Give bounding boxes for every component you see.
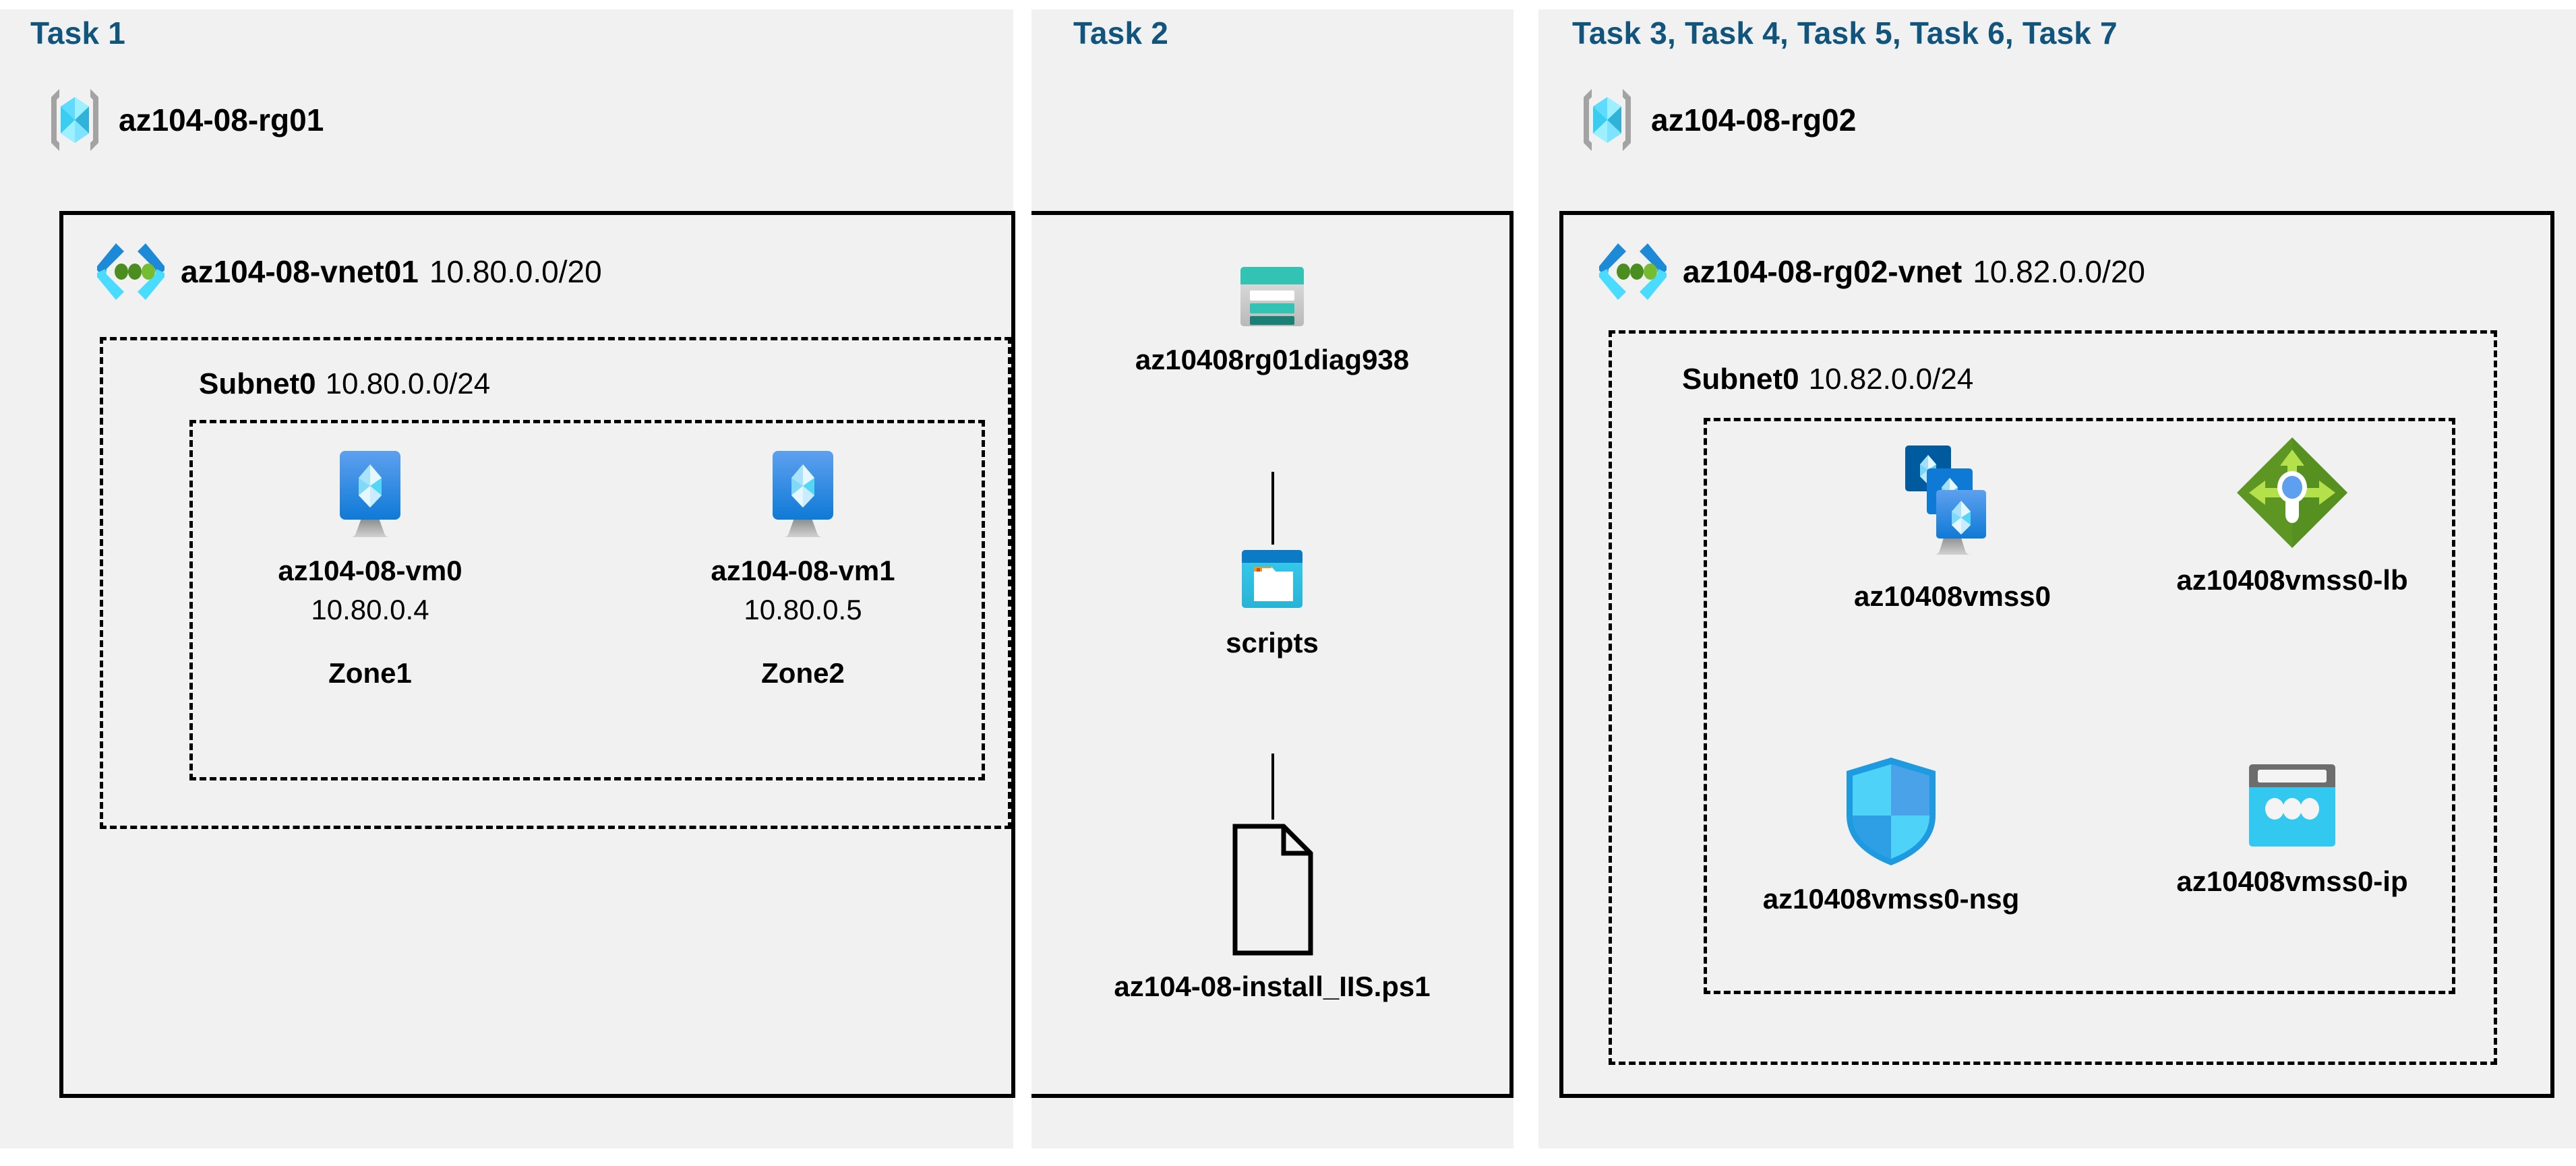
task3-ip-name: az10408vmss0-ip	[2176, 865, 2408, 897]
task1-zones-box	[189, 420, 985, 780]
task3-vnet-box	[1559, 211, 2554, 1098]
task1-vm0-name: az104-08-vm0	[278, 555, 462, 586]
load-balancer-icon	[2234, 435, 2350, 551]
task3-subnet-header: Subnet0 10.82.0.0/24	[1682, 363, 1973, 396]
task3-vnet-header: az104-08-rg02-vnet 10.82.0.0/20	[1598, 239, 2145, 304]
task1-subnet-name: Subnet0	[199, 367, 316, 400]
task3-subnet-name: Subnet0	[1682, 363, 1799, 396]
blob-container-icon	[1236, 546, 1308, 613]
task2-file[interactable]: az104-08-install_IIS.ps1	[1114, 822, 1431, 1003]
task3-nsg-name: az10408vmss0-nsg	[1762, 883, 2020, 915]
task2-storage-account[interactable]: az10408rg01diag938	[1135, 263, 1409, 376]
network-security-group-icon	[1841, 754, 1941, 869]
task1-vm0-zone: Zone1	[328, 657, 412, 689]
task1-vnet-cidr: 10.80.0.0/20	[429, 254, 602, 289]
task1-vm0[interactable]: az104-08-vm0 10.80.0.4 Zone1	[269, 448, 471, 689]
task1-subnet-header: Subnet0 10.80.0.0/24	[199, 367, 490, 401]
resource-group-icon	[1581, 86, 1634, 154]
task3-subnet-box	[1609, 330, 2497, 1065]
task2-container-name: scripts	[1226, 627, 1319, 658]
task3-panel	[1538, 9, 2576, 1148]
task1-vm1-ip: 10.80.0.5	[744, 594, 862, 625]
task3-vnet-cidr: 10.82.0.0/20	[1973, 254, 2145, 289]
task2-storage-name: az10408rg01diag938	[1135, 344, 1410, 375]
virtual-network-icon	[1598, 239, 1668, 304]
task1-vnet-box	[59, 211, 1015, 1098]
task1-subnet-box	[100, 337, 1011, 829]
file-icon	[1228, 822, 1316, 957]
storage-account-icon	[1236, 263, 1308, 330]
task3-vnet-name: az104-08-rg02-vnet	[1683, 254, 1963, 289]
public-ip-address-icon	[2245, 762, 2339, 852]
resource-group-icon	[49, 86, 101, 154]
task1-panel	[0, 9, 1013, 1148]
task3-loadbalancer[interactable]: az10408vmss0-lb	[2151, 435, 2434, 596]
vm-scale-set-icon	[1900, 441, 2005, 567]
task3-vnet-text: az104-08-rg02-vnet 10.82.0.0/20	[1683, 253, 2145, 290]
task3-resources-box	[1704, 418, 2455, 994]
task1-subnet-cidr: 10.80.0.0/24	[325, 367, 491, 400]
task1-vnet-name: az104-08-vnet01	[181, 254, 419, 289]
virtual-network-icon	[96, 239, 166, 304]
task3-rg-label: az104-08-rg02	[1651, 102, 1857, 137]
task1-vnet-text: az104-08-vnet01 10.80.0.0/20	[181, 253, 602, 290]
task3-title: Task 3, Task 4, Task 5, Task 6, Task 7	[1572, 16, 2118, 51]
task3-nsg[interactable]: az10408vmss0-nsg	[1749, 754, 2033, 915]
task1-title: Task 1	[30, 16, 125, 51]
task2-file-name: az104-08-install_IIS.ps1	[1114, 971, 1431, 1002]
task3-vmss[interactable]: az10408vmss0	[1811, 441, 2094, 613]
task1-vm1[interactable]: az104-08-vm1 10.80.0.5 Zone2	[702, 448, 904, 689]
task3-vmss-name: az10408vmss0	[1854, 580, 2051, 612]
task1-vnet-header: az104-08-vnet01 10.80.0.0/20	[96, 239, 602, 304]
task3-lb-name: az10408vmss0-lb	[2176, 564, 2408, 596]
task3-subnet-cidr: 10.82.0.0/24	[1808, 363, 1974, 396]
virtual-machine-icon	[330, 448, 410, 541]
task1-rg-label: az104-08-rg01	[119, 102, 324, 137]
task1-resource-group: az104-08-rg01	[49, 86, 324, 154]
task2-container[interactable]: scripts	[1171, 546, 1373, 659]
task1-vm1-name: az104-08-vm1	[711, 555, 895, 586]
task3-publicip[interactable]: az10408vmss0-ip	[2151, 762, 2434, 898]
container-to-file-connector	[1271, 754, 1274, 820]
task1-vm0-ip: 10.80.0.4	[311, 594, 429, 625]
virtual-machine-icon	[763, 448, 843, 541]
task2-box	[1031, 211, 1514, 1098]
storage-to-container-connector	[1271, 472, 1274, 545]
task1-vm1-zone: Zone2	[761, 657, 845, 689]
task2-title: Task 2	[1073, 16, 1168, 51]
task3-resource-group: az104-08-rg02	[1581, 86, 1856, 154]
